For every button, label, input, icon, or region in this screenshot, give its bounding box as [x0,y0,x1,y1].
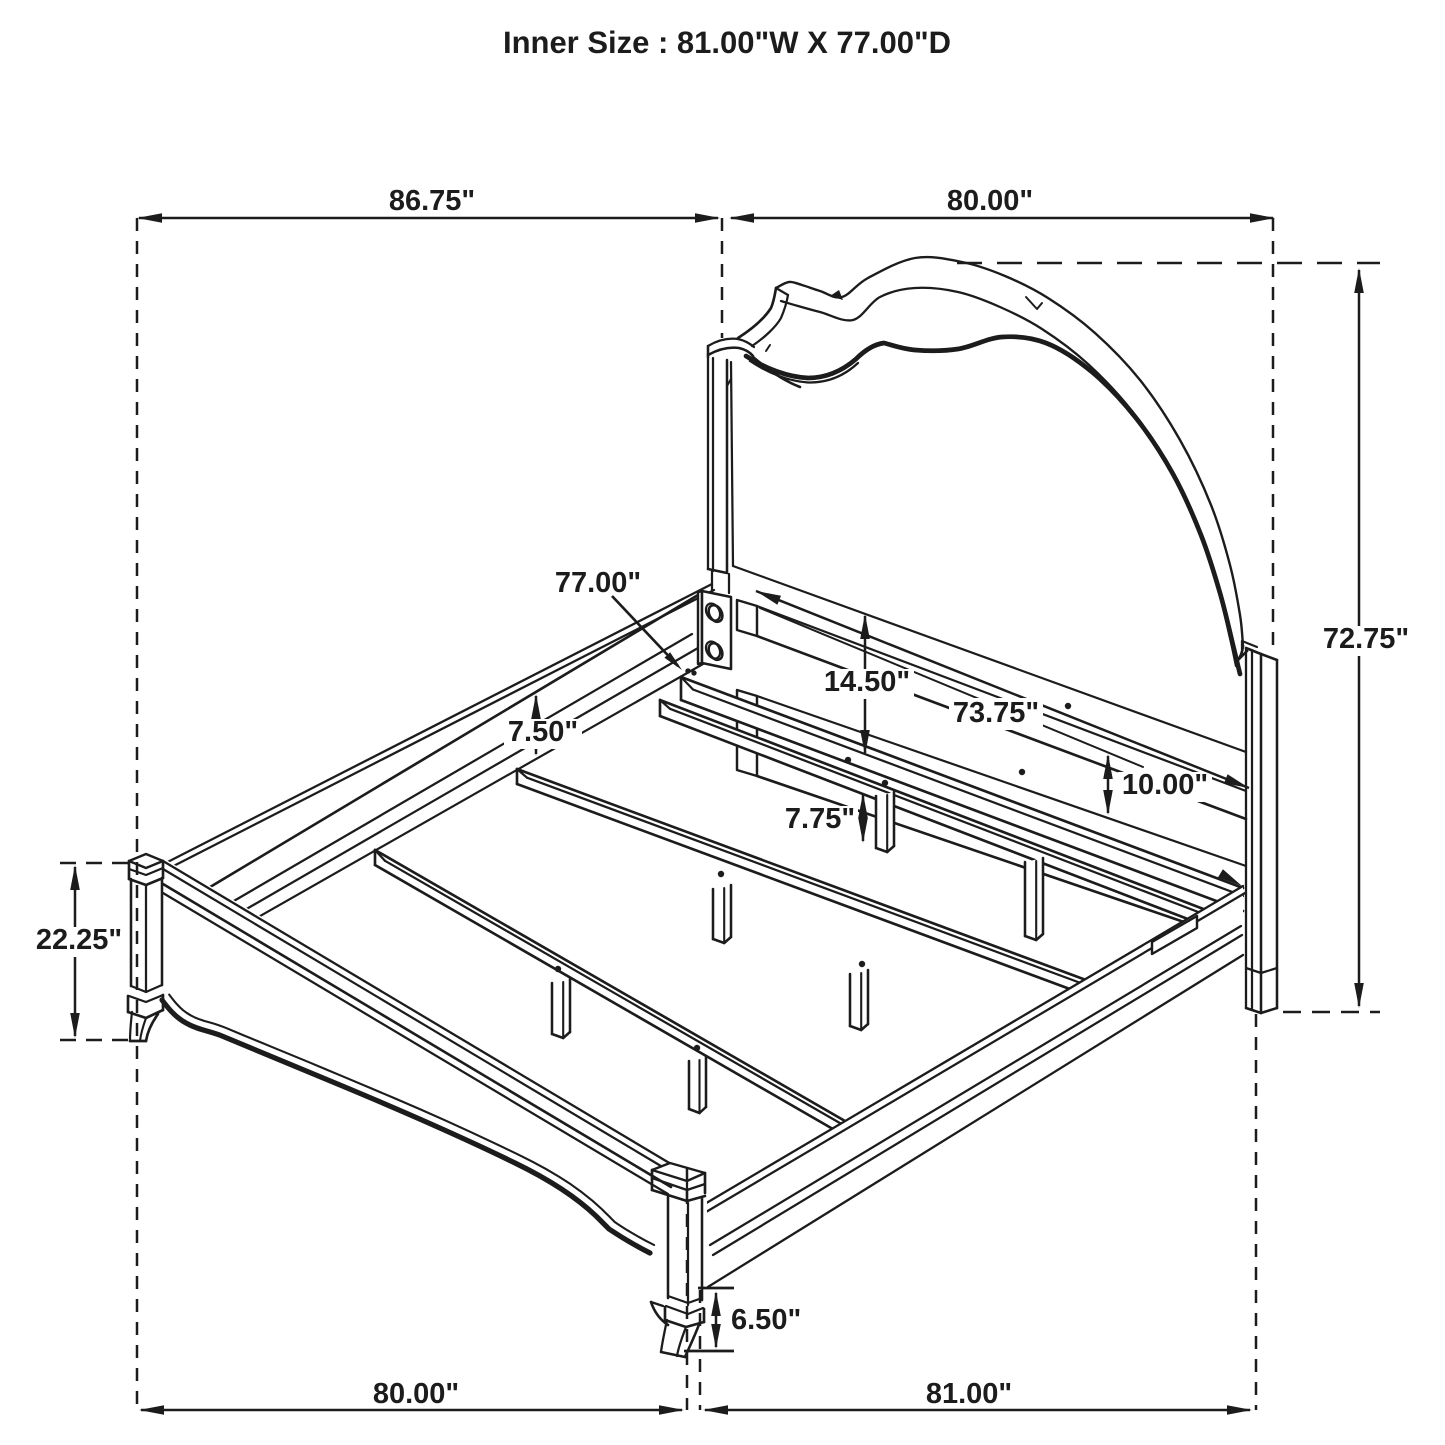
dim-label-inner-length: 81.00" [926,1378,1012,1410]
left-side-rail [148,582,716,975]
dim-label-inner-rail-length: 73.75" [953,697,1039,729]
slat-support-leg [711,883,733,945]
slat-support-leg [687,1055,708,1115]
right-rail-top-edge [701,884,1245,1207]
headboard-rear-cleat-edge [759,607,1144,768]
head-cross-rail [679,675,1245,913]
dim-label-support-leg-height: 7.75" [785,803,855,835]
slat-support-leg [848,968,870,1032]
right-side-rail [701,884,1247,1292]
dim-label-footboard-width: 80.00" [373,1378,459,1410]
bed-slat-1 [373,848,847,1138]
headboard-arch-inner-edge [743,334,1243,677]
bed-slat-3 [658,698,1208,928]
footboard-top-rail [161,859,673,1166]
slat-support-leg [1023,856,1045,942]
dim-headboard-rail-width: 10.00" [1103,754,1212,815]
dim-rail-length: 77.00" [555,567,682,670]
dim-label-headboard-height: 72.75" [1323,623,1409,655]
dimension-lines: 86.75" 80.00" 72.75" 22.25" 80.00" 81.00" 6.50… [32,185,1413,1415]
dim-foot-leg-height: 6.50" [711,1291,801,1349]
dim-label-headboard-rail-width: 10.00" [1122,769,1208,801]
dim-rail-height: 7.50" [504,694,582,756]
left-rail-top-edge [148,582,714,873]
slat-support-leg [550,977,572,1040]
right-rail-bottom-edge [701,953,1245,1292]
dim-label-headboard-clearance: 14.50" [824,666,910,698]
dim-label-overall-length: 86.75" [389,185,475,217]
dim-footboard-height: 22.25" [32,865,126,1038]
headboard-lower-cleat [755,694,1248,868]
annotations: 86.75" 80.00" 72.75" 22.25" 80.00" 81.00" 6.50… [32,185,1413,1415]
dim-label-rail-length: 77.00" [555,567,641,599]
footboard-apron-top-edge [168,993,656,1247]
bed-slat-2 [515,767,1088,997]
dim-label-headboard-width: 80.00" [947,185,1033,217]
rail-bracket-plate [685,589,733,676]
dim-support-leg-height: 7.75" [782,793,868,843]
dim-inner-length: 81.00" [703,1378,1252,1415]
dim-label-foot-leg-height: 6.50" [731,1304,801,1336]
diagram-title: Inner Size : 81.00"W X 77.00"D [503,25,951,60]
dim-inner-rail-length: 73.75" [755,589,1250,790]
dim-headboard-clearance: 14.50" [820,614,914,755]
footboard [126,850,707,1361]
extension-lines [60,218,1380,1410]
dim-headboard-width: 80.00" [729,185,1275,223]
footboard-right-leg [659,1318,669,1354]
dim-label-footboard-height: 22.25" [36,924,122,956]
slat-support-leg [874,790,896,854]
headboard-arch-outer-edge [774,255,1245,648]
dim-overall-length: 86.75" [137,185,720,223]
footboard-left-leg [128,1010,134,1043]
dim-headboard-height: 72.75" [1319,268,1413,1008]
headboard-panel-bottom-edge [731,564,1248,754]
bed-frame-drawing [126,255,1279,1361]
footboard-apron-bottom-edge [159,997,653,1256]
dim-label-rail-height: 7.50" [508,716,578,748]
dim-footboard-width: 80.00" [139,1378,684,1415]
